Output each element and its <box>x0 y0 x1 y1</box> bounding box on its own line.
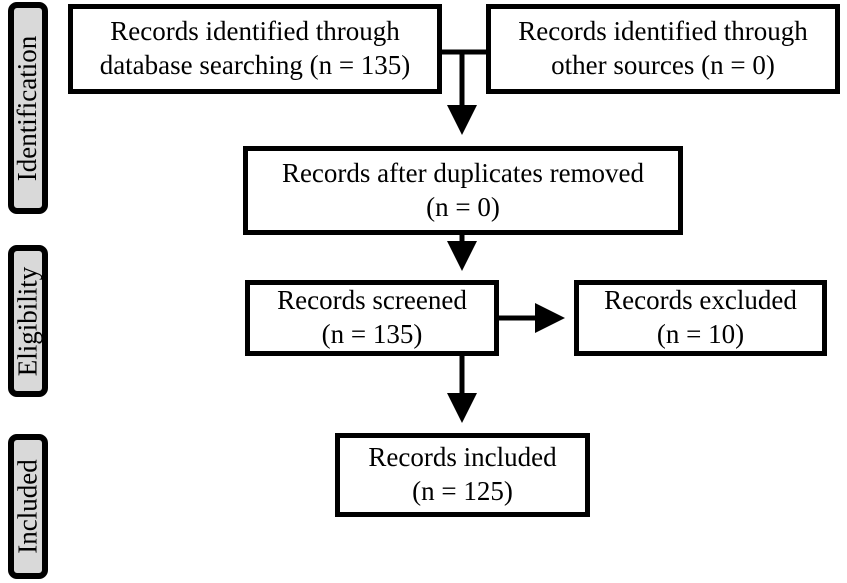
box-records-included: Records included (n = 125) <box>335 433 590 517</box>
box-duplicates-line1: Records after duplicates removed <box>281 157 645 188</box>
box-records-screened: Records screened (n = 135) <box>245 280 499 356</box>
stage-eligibility: Eligibility <box>8 245 48 397</box>
stage-identification: Identification <box>8 2 48 214</box>
box-screened-line1: Records screened <box>277 285 467 316</box>
box-database-records: Records identified through database sear… <box>68 4 442 94</box>
box-included-line2: (n = 125) <box>412 476 513 506</box>
box-screened-line2: (n = 135) <box>321 319 423 349</box>
box-duplicates-line2: (n = 0) <box>426 191 500 222</box>
box-records-excluded: Records excluded (n = 10) <box>574 280 827 356</box>
box-other-line2: other sources (n = 0) <box>551 50 775 80</box>
box-excluded-line2: (n = 10) <box>656 319 745 349</box>
stage-included: Included <box>8 434 48 579</box>
box-database-line1: Records identified through <box>110 16 400 47</box>
box-duplicates-removed: Records after duplicates removed (n = 0) <box>243 146 683 235</box>
box-excluded-line1: Records excluded <box>604 285 797 316</box>
box-other-sources: Records identified through other sources… <box>486 4 840 94</box>
box-database-line2: database searching (n = 135) <box>99 50 411 80</box>
box-other-line1: Records identified through <box>518 16 808 47</box>
box-included-line1: Records included <box>368 442 557 473</box>
